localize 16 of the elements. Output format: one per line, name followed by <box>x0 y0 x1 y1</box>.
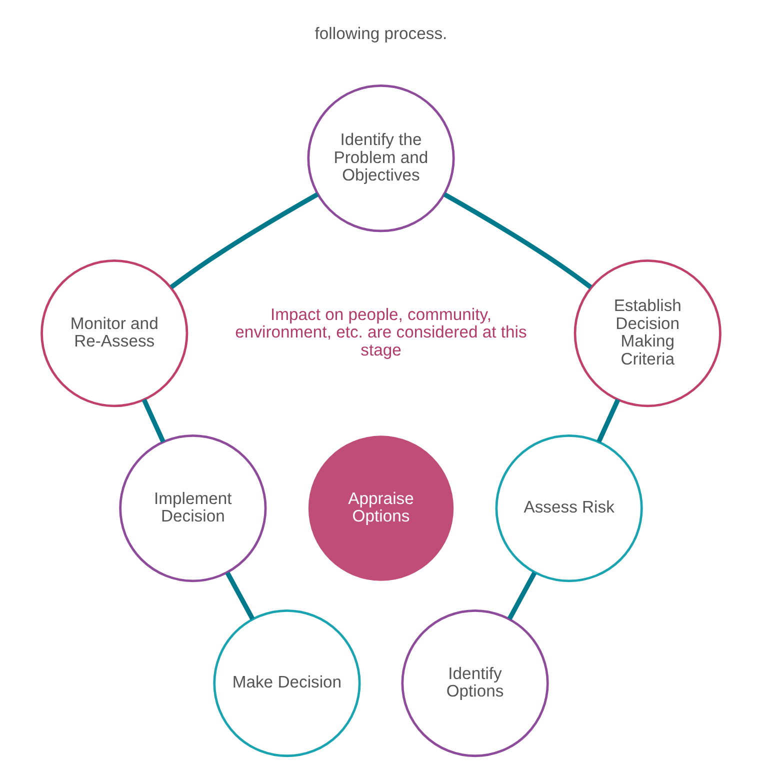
connector <box>506 572 536 620</box>
node-circle: Assess Risk <box>494 434 642 582</box>
connector <box>141 398 165 443</box>
node-circle: Identify the Problem and Objectives <box>306 84 454 232</box>
node-circle: Implement Decision <box>118 434 266 582</box>
connector <box>596 398 620 443</box>
connector <box>169 192 318 290</box>
node-circle: Establish Decision Making Criteria <box>573 260 721 408</box>
connector <box>442 192 592 290</box>
connector <box>224 572 254 620</box>
node-circle: Monitor and Re-Assess <box>40 260 188 408</box>
label: following process. <box>314 24 447 43</box>
node-circle: Appraise Options <box>308 436 454 581</box>
node-circle: Identify Options <box>400 609 548 758</box>
label: Impact on people, community, environment, etc. are considered at this stage <box>234 304 526 360</box>
node-circle: Make Decision <box>212 609 360 758</box>
